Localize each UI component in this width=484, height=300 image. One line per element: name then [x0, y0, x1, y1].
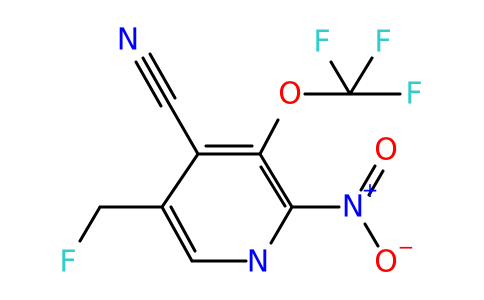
atom-nitro-oxygen-2: O: [374, 245, 398, 280]
bond-ch2-f: [78, 205, 102, 243]
atom-nitro-nitrogen: N: [342, 190, 364, 225]
ring-bond-c6-c5: [160, 205, 194, 263]
atom-labels: N O F F F N + O O − N F: [59, 23, 422, 280]
bond-nitro-o2: [363, 222, 380, 248]
bonds: [78, 52, 402, 263]
bond-cf3-f2: [348, 56, 374, 96]
triple-bond-cyano-b: [148, 52, 177, 100]
atom-fluorine-1: F: [313, 25, 330, 60]
ring-bond-c3-c2-inner: [259, 165, 287, 208]
nitro-nitrogen-charge: +: [362, 178, 379, 202]
nitro-oxygen-charge: −: [398, 235, 415, 259]
triple-bond-cyano-a: [141, 56, 170, 104]
atom-ether-oxygen: O: [278, 77, 302, 112]
atom-fluoromethyl-fluorine: F: [59, 245, 76, 280]
bond-cf3-f1: [329, 60, 352, 96]
atom-nitro-oxygen-1: O: [374, 133, 398, 168]
atom-fluorine-2: F: [374, 25, 391, 60]
ring-bond-c2-n: [269, 205, 294, 245]
bond-c4-cyano-carbon: [166, 100, 200, 156]
ring-bond-c3-c2: [258, 152, 294, 209]
bond-c3-o: [258, 118, 280, 156]
ring-bond-c5-c4: [160, 152, 200, 209]
atom-cyano-nitrogen: N: [117, 23, 139, 58]
triple-bond-cyano-c: [134, 60, 163, 108]
bond-nitro-o1-b: [367, 169, 385, 197]
atom-ring-nitrogen: N: [247, 245, 269, 280]
ring-bond-c6-c5-inner: [169, 205, 197, 253]
atom-fluorine-3: F: [405, 77, 422, 112]
bond-nitro-o1-a: [359, 164, 377, 192]
